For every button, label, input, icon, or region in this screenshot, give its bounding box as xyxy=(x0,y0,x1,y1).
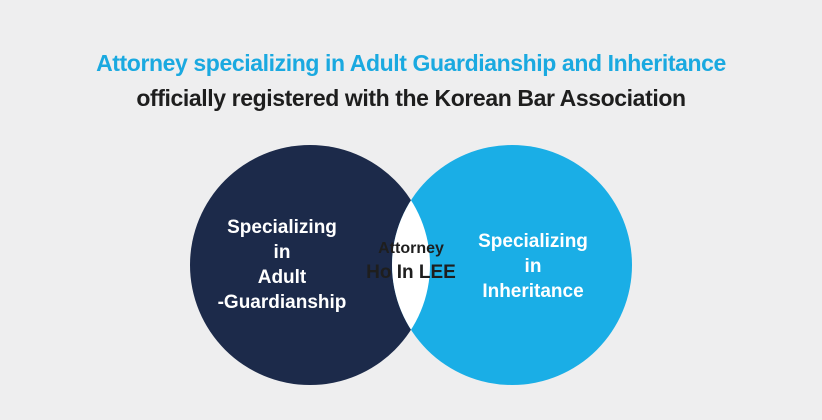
right-circle-label: Specializing in Inheritance xyxy=(468,229,598,304)
left-label-line: Adult xyxy=(257,267,307,288)
left-label-line: in xyxy=(273,242,291,263)
venn-circle-adult-guardianship xyxy=(190,145,430,385)
center-title: Attorney xyxy=(378,240,444,257)
center-label: Attorney Ho In LEE xyxy=(350,238,472,286)
left-circle-label: Specializing in Adult -Guardianship xyxy=(212,215,352,315)
center-name: Ho In LEE xyxy=(366,262,456,283)
headline-line-2: officially registered with the Korean Ba… xyxy=(136,85,686,111)
left-label-line: Specializing xyxy=(227,217,337,238)
left-label-line: -Guardianship xyxy=(217,292,347,313)
right-label-line: in xyxy=(524,256,542,277)
headline-line-1: Attorney specializing in Adult Guardians… xyxy=(96,50,726,76)
right-label-line: Specializing xyxy=(478,231,588,252)
right-label-line: Inheritance xyxy=(482,281,584,302)
venn-circle-inheritance xyxy=(392,145,632,385)
